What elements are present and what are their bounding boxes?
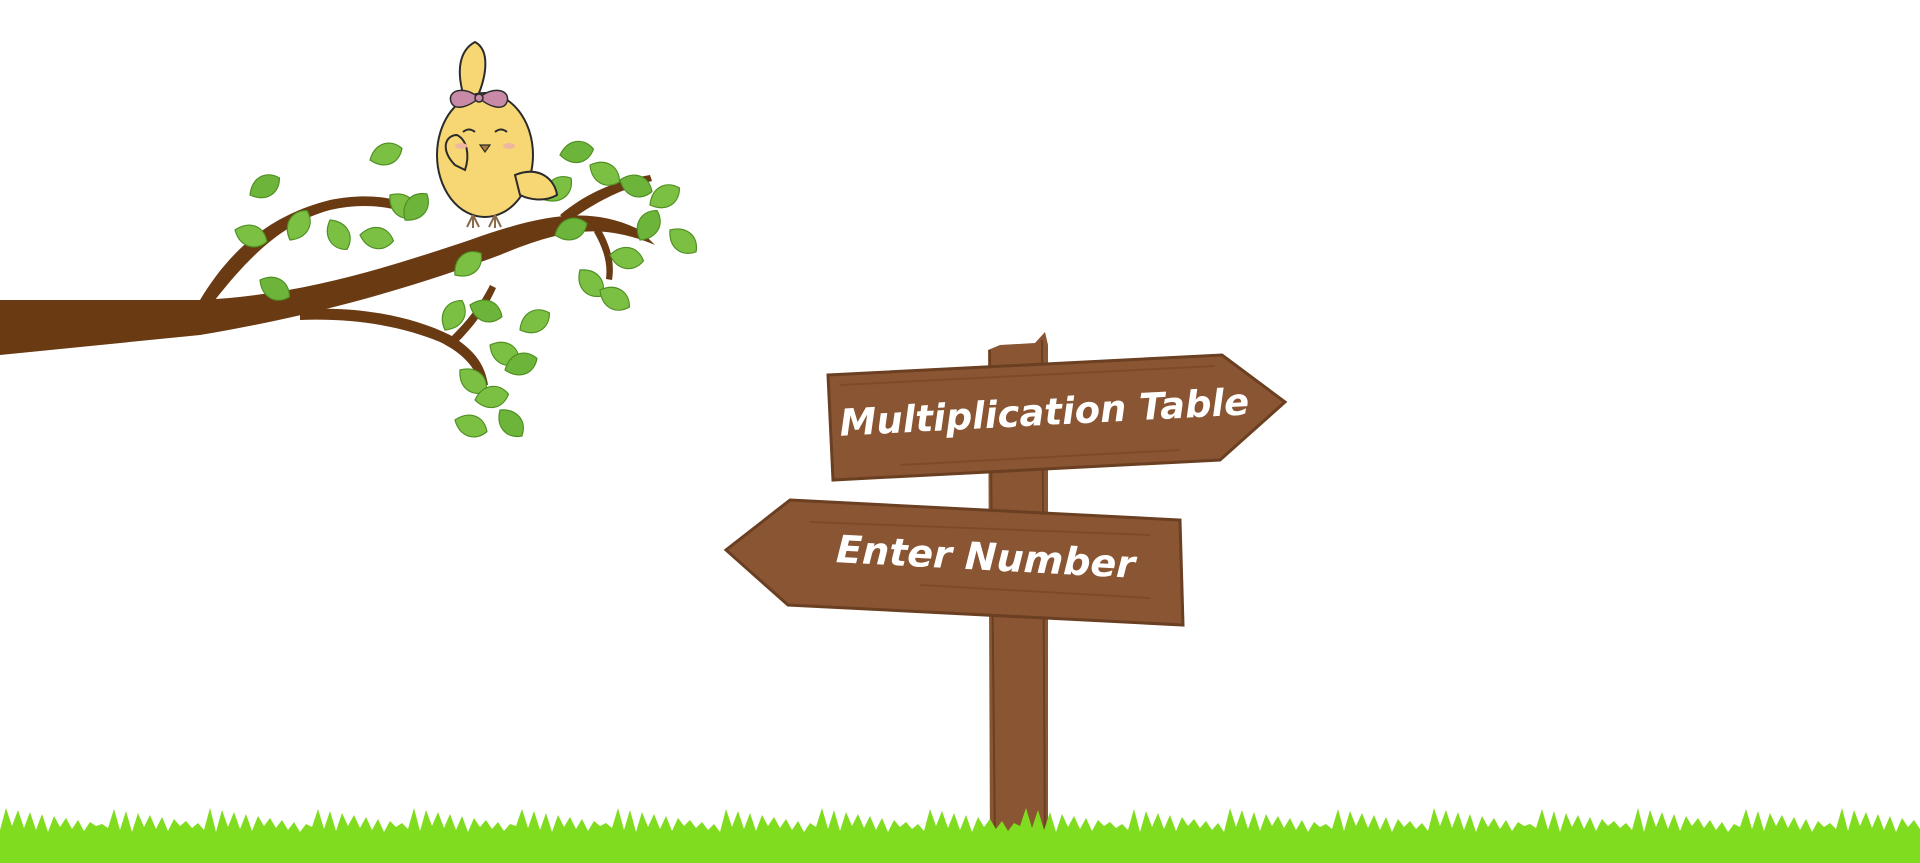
leaf bbox=[504, 352, 538, 376]
leaf bbox=[403, 192, 429, 221]
leaf bbox=[589, 161, 621, 186]
chick-icon bbox=[436, 40, 559, 228]
multiplication-table-sign-board bbox=[826, 353, 1288, 482]
leaf bbox=[326, 219, 351, 251]
leaf bbox=[286, 209, 311, 241]
leaf bbox=[441, 299, 466, 331]
leaf bbox=[454, 414, 488, 438]
leaf bbox=[669, 228, 698, 254]
grass-strip bbox=[0, 808, 1920, 863]
leaf bbox=[649, 184, 681, 209]
leaf bbox=[454, 251, 483, 277]
leaf bbox=[636, 209, 661, 241]
leaf bbox=[234, 224, 268, 248]
branch-lower bbox=[300, 308, 488, 385]
enter-number-sign[interactable]: Enter Number bbox=[723, 498, 1185, 627]
leaf bbox=[519, 309, 551, 334]
leaf bbox=[474, 385, 510, 409]
signpost: Multiplication Table Enter Number bbox=[723, 332, 1288, 852]
tree-branch-icon bbox=[0, 140, 698, 438]
leaf bbox=[359, 226, 395, 250]
leaf bbox=[469, 299, 503, 323]
leaf bbox=[369, 142, 403, 166]
leaf bbox=[249, 174, 281, 199]
leaf bbox=[559, 140, 595, 164]
multiplication-table-sign[interactable]: Multiplication Table bbox=[826, 353, 1288, 482]
leaf bbox=[259, 276, 291, 301]
leaf bbox=[498, 409, 524, 438]
twig-down bbox=[594, 228, 613, 280]
leaf bbox=[554, 217, 588, 241]
leaf bbox=[619, 174, 653, 198]
leaves bbox=[234, 140, 698, 438]
leaf bbox=[609, 246, 645, 270]
branch-main bbox=[0, 215, 655, 355]
leaf bbox=[599, 286, 631, 311]
